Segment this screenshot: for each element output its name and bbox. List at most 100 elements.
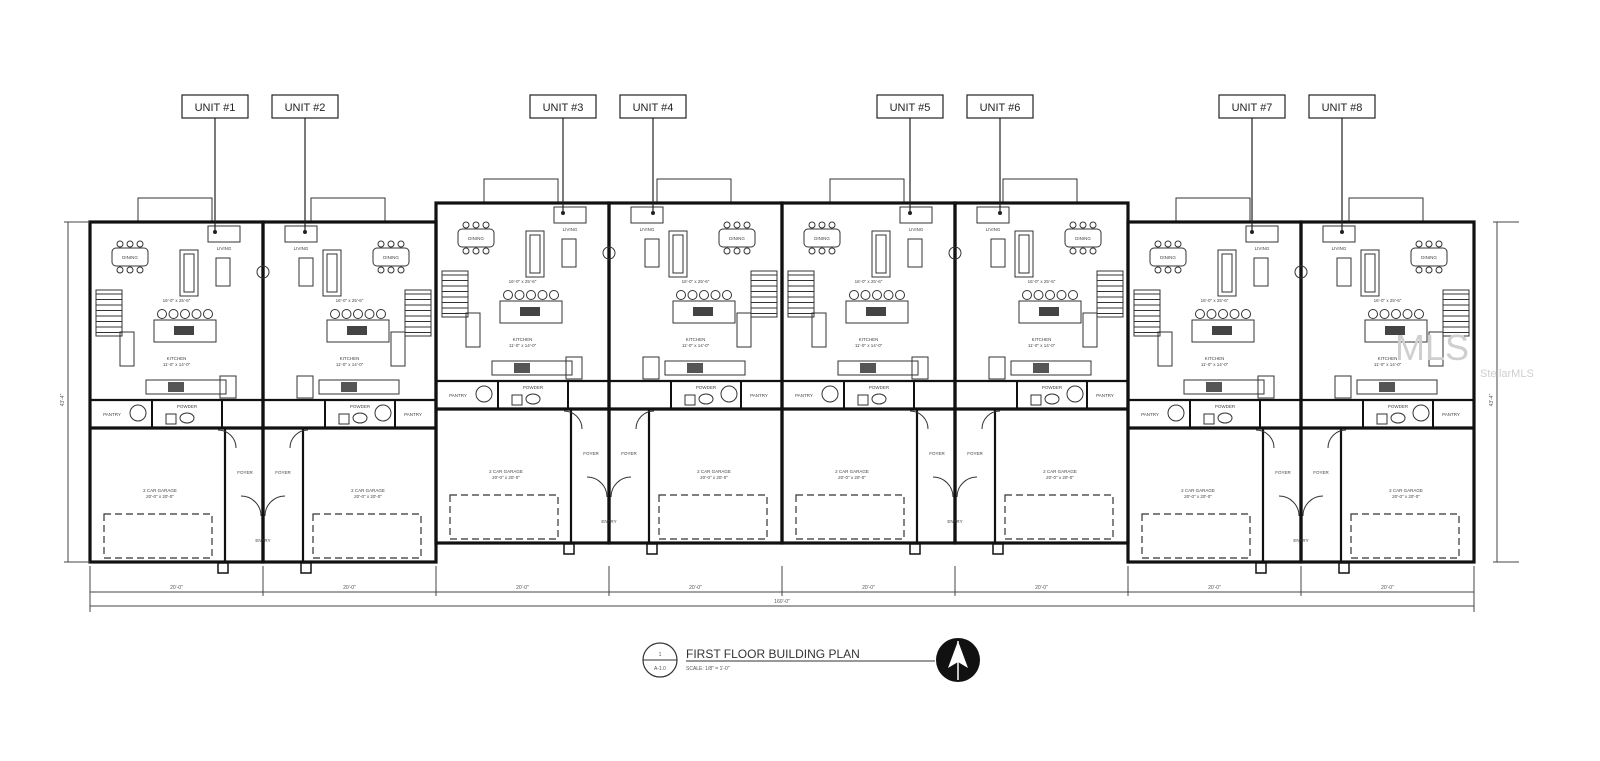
fridge [565,356,583,380]
powder-label: POWDER [523,385,544,390]
island-stool [872,290,882,300]
unit-tag: UNIT #4 [619,94,687,119]
dining-chair [818,247,826,255]
dining-table [718,228,756,248]
powder-label: POWDER [1388,404,1409,409]
unit-width-dim: 20'-0" [1208,585,1221,591]
door-swing [956,476,978,498]
door-swing [635,410,655,430]
pantry-label: PANTRY [1141,412,1159,417]
staircase [1133,289,1173,367]
dining-chair [1164,266,1172,274]
rear-porch [310,197,386,223]
dining-chair [397,240,405,248]
rear-porch [483,178,559,204]
rear-window [899,206,933,224]
dining-chair [136,266,144,274]
garage-door [312,513,422,559]
fridge [911,356,929,380]
unit-tag-point [651,211,655,215]
north-arrow-icon [936,638,980,682]
toilet [179,412,195,424]
water-heater [1167,404,1185,422]
kitchen-sink [347,326,367,335]
dining-chair [1154,266,1162,274]
unit-width-dim: 20'-0" [862,585,875,591]
island-stool [537,290,548,300]
living-size: 16'-0" x 25'-6" [163,298,191,303]
kitchen-counter [837,360,919,376]
dining-chair [723,221,731,229]
rear-porch [1002,178,1078,204]
vanity [684,394,696,406]
chair [215,257,231,287]
dining-chair [723,247,731,255]
foyer-label: FOYER [1275,470,1291,475]
foyer-label: FOYER [1313,470,1329,475]
party-wall-door [1294,265,1308,279]
dining-table [1064,228,1102,248]
kitchen-sink [1039,307,1059,316]
dining-chair [1089,221,1097,229]
entry-label: ENTRY [601,519,616,524]
island-stool [157,309,167,319]
dining-chair [397,266,405,274]
kitchen-label: KITCHEN [859,337,879,342]
powder-label: POWDER [696,385,717,390]
fridge [1257,375,1275,399]
range-icon [860,363,876,373]
dining-chair [1425,240,1433,248]
living-label: LIVING [986,227,1001,232]
unit-width-dim: 20'-0" [516,585,529,591]
island-stool [1033,290,1044,300]
unit-tag-label: UNIT #1 [195,102,236,114]
door-swing [909,410,929,430]
fridge [296,375,314,399]
chair [561,238,577,268]
staircase [1428,289,1470,367]
dining-table [457,228,495,248]
party-wall-door [948,246,962,260]
unit-tag-point [1340,230,1344,234]
vanity [857,394,869,406]
island-stool [895,290,905,300]
dining-chair [1415,266,1423,274]
door-swing [610,476,632,498]
entry-label: ENTRY [255,538,270,543]
garage-door [449,494,559,540]
sofa [525,230,545,278]
sofa [668,230,688,278]
living-label: LIVING [909,227,924,232]
kitchen-island [499,300,563,324]
sofa [1014,230,1034,278]
rear-window [284,225,318,243]
pantry-label: PANTRY [1096,393,1114,398]
living-size: 16'-0" x 25'-6" [509,279,537,284]
garage-label: 2 CAR GARAGE [351,488,385,493]
living-size: 16'-0" x 25'-6" [855,279,883,284]
dining-label: DINING [1421,255,1437,260]
garage-size: 20'-0" x 20'-0" [838,475,866,480]
kitchen-sink [1212,326,1232,335]
door-swing [1255,429,1275,449]
island-stool [860,290,871,300]
water-heater [720,385,738,403]
island-stool [1206,309,1217,319]
rear-porch [1348,197,1424,223]
sofa-cushion [875,234,887,274]
water-heater [129,404,147,422]
column [1338,562,1350,574]
door-swing [1278,495,1300,517]
living-label: LIVING [1255,246,1270,251]
living-size: 16'-0" x 25'-6" [1028,279,1056,284]
sofa-cushion [672,234,684,274]
unit-tag: UNIT #3 [529,94,597,119]
title-block: 1 A-1.0 FIRST FLOOR BUILDING PLAN SCALE:… [642,638,980,682]
dining-chair [1069,247,1077,255]
dining-chair [387,240,395,248]
rear-window [976,206,1010,224]
kitchen-sink [520,307,540,316]
